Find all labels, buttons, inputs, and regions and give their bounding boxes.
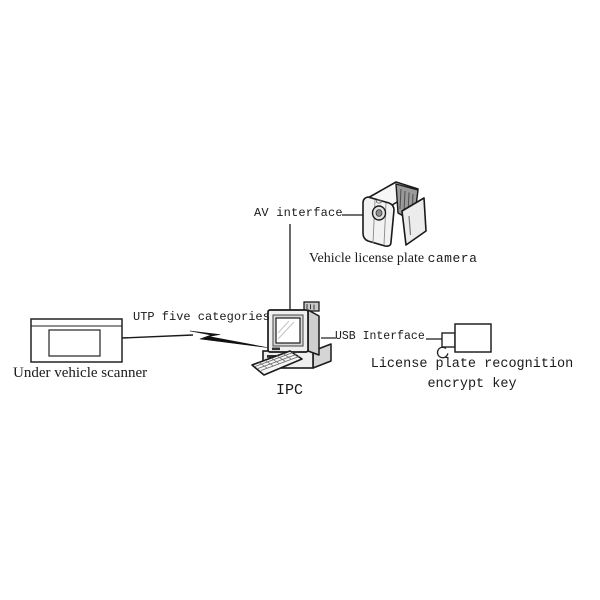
usb-key-caption-line2: encrypt key — [427, 377, 517, 392]
usb-key-caption-line1: License plate recognition — [370, 357, 574, 372]
utp-connection-label: UTP five categories — [133, 310, 270, 324]
usb-interface-label: USB Interface — [335, 330, 425, 343]
under-vehicle-scanner-icon — [30, 318, 123, 363]
desktop-computer-icon — [251, 301, 332, 376]
av-interface-label: AV interface — [254, 206, 343, 220]
camera-caption-main: Vehicle license plate — [309, 251, 425, 266]
scanner-to-ipc-line — [121, 334, 194, 339]
lightning-bolt-icon — [189, 330, 268, 348]
key-ring-loop — [436, 346, 449, 359]
usb-key-caption: License plate recognition encrypt key — [366, 355, 578, 395]
camera-caption-suffix: camera — [427, 251, 478, 266]
camera-caption: Vehicle license plate camera — [309, 251, 477, 267]
ipc-label: IPC — [276, 382, 304, 399]
usb-dongle-icon — [436, 323, 492, 359]
camera-icon — [362, 181, 427, 247]
scanner-caption: Under vehicle scanner — [13, 365, 148, 381]
